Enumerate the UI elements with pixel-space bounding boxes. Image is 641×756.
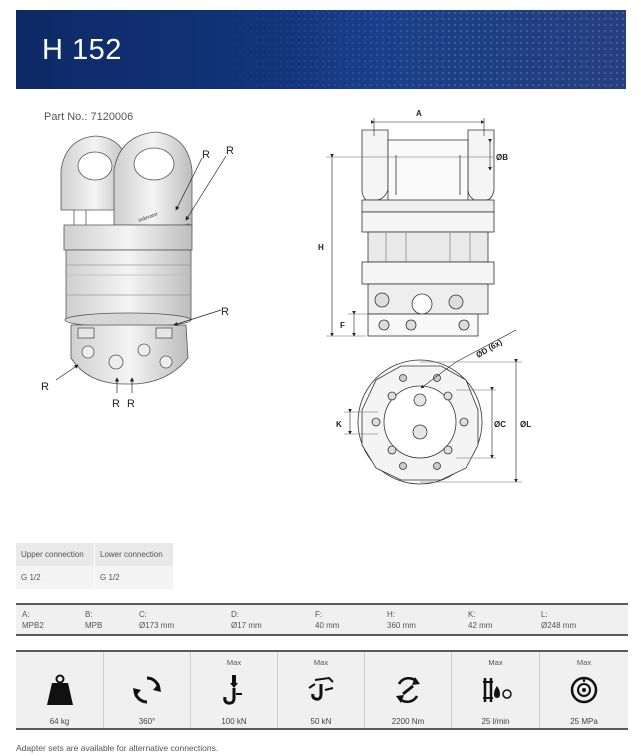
dimension-lines-side xyxy=(326,118,494,337)
dim-label-k: K xyxy=(336,420,342,429)
dim-label-l: ØL xyxy=(520,420,531,429)
dim-cell-a: A:MPB2 xyxy=(22,610,44,630)
connection-table-row: G 1/2 G 1/2 xyxy=(16,566,173,589)
product-title: H 152 xyxy=(42,34,122,66)
dim-label-d: ØD (6x) xyxy=(475,338,504,360)
spec-weight: 64 kg xyxy=(16,652,103,728)
rotator-drawing: indexator R R R R R R xyxy=(41,109,531,485)
weight-icon xyxy=(46,674,73,705)
torque-icon xyxy=(396,677,420,703)
oil-flow-icon xyxy=(482,678,512,702)
dim-label-h: H xyxy=(318,243,324,252)
connection-table: Upper connection Lower connection G 1/2 … xyxy=(16,543,173,589)
upper-connection-header: Upper connection xyxy=(21,550,84,559)
dynamic-load-icon xyxy=(308,676,334,701)
r-label-5: R xyxy=(112,398,120,410)
lower-connection-value: G 1/2 xyxy=(94,566,173,589)
connection-table-header: Upper connection Lower connection xyxy=(16,543,173,566)
r-label-4: R xyxy=(41,381,49,393)
dim-cell-l: L:Ø248 mm xyxy=(541,610,577,630)
dim-cell-c: C:Ø173 mm xyxy=(139,610,175,630)
spec-oil-flow: Max 25 l/min xyxy=(451,652,539,728)
spec-torque: 2200 Nm xyxy=(364,652,451,728)
dimension-lines-bottom xyxy=(344,329,522,483)
dimensions-strip: A:MPB2 B:MPB C:Ø173 mm D:Ø17 mm F:40 mm … xyxy=(16,603,628,636)
r-label-3: R xyxy=(221,306,229,318)
spec-pressure: Max 25 MPa xyxy=(539,652,628,728)
spec-rotation: 360° xyxy=(103,652,190,728)
rotation-icon xyxy=(133,676,161,704)
dim-label-a: A xyxy=(416,109,422,118)
dim-cell-f: F:40 mm xyxy=(315,610,340,630)
upper-connection-value: G 1/2 xyxy=(21,573,41,582)
specs-strip: 64 kg 360° Max 100 kN Max 50 kN xyxy=(16,650,628,730)
r-label-1: R xyxy=(202,149,210,161)
r-callouts xyxy=(55,155,227,393)
dim-cell-d: D:Ø17 mm xyxy=(231,610,262,630)
spec-static-load: Max 100 kN xyxy=(190,652,277,728)
dim-cell-b: B:MPB xyxy=(85,610,103,630)
dim-label-f: F xyxy=(340,321,345,330)
dim-label-b: ØB xyxy=(496,153,508,162)
rotator-illustration xyxy=(60,131,193,385)
lower-connection-header: Lower connection xyxy=(94,543,173,566)
dim-cell-k: K:42 mm xyxy=(468,610,493,630)
dim-label-c: ØC xyxy=(494,420,506,429)
r-label-6: R xyxy=(127,398,135,410)
side-elevation xyxy=(361,129,495,337)
footer-note: Adapter sets are available for alternati… xyxy=(16,743,219,753)
spec-dynamic-load: Max 50 kN xyxy=(277,652,364,728)
pressure-icon xyxy=(570,676,598,704)
static-load-icon xyxy=(223,675,242,705)
r-label-2: R xyxy=(226,145,234,157)
bottom-view xyxy=(357,359,483,485)
part-number: Part No.: 7120006 xyxy=(44,111,134,123)
dim-cell-h: H:360 mm xyxy=(387,610,416,630)
header-banner: H 152 xyxy=(16,10,626,89)
banner-dot-pattern xyxy=(206,10,626,89)
